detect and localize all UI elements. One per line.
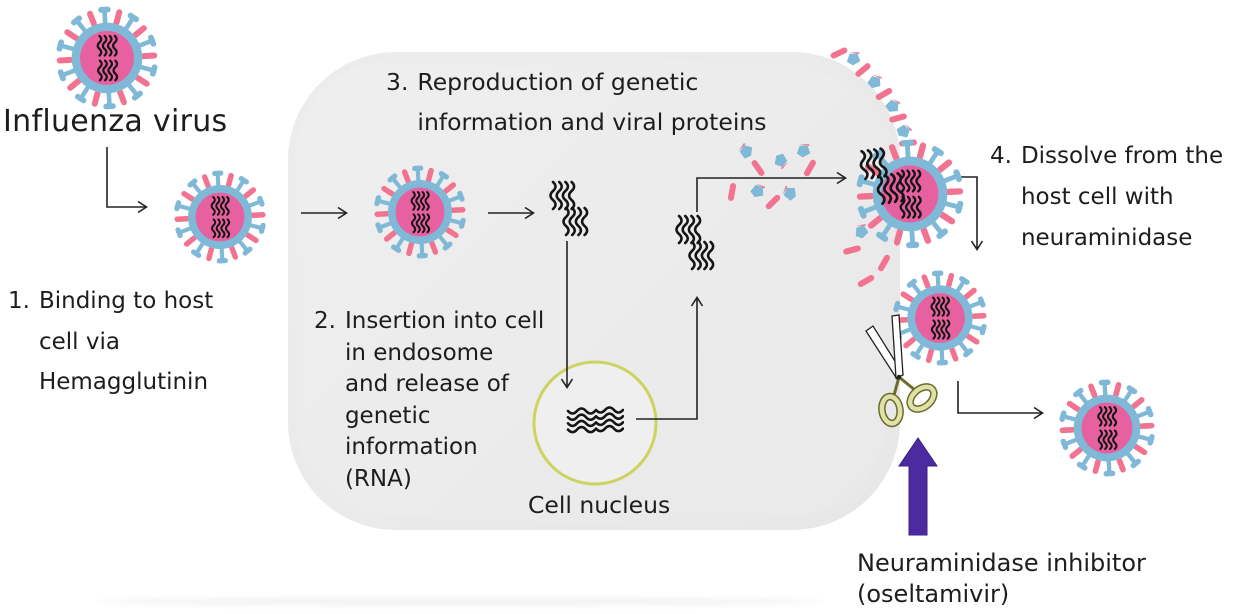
arrow-nucleus-to-new-rna [636,296,704,420]
rna-strand-icon [549,180,589,237]
influenza-virion-attached-icon [891,269,989,367]
step-4-number: 4. [990,143,1012,169]
step-3-number: 3. [386,68,409,96]
step-2-text: Insertion into cell in endosome and rele… [344,308,545,492]
step-2-insertion-label: 2. Insertion into cell in endosome and r… [314,306,544,495]
step-3-reproduction-label: 3. Reproduction of genetic information a… [386,62,766,142]
arrow-attachment [106,147,148,214]
arrow-budding-down [956,176,984,251]
rna-strand-icon [675,214,715,271]
arrow-virus-release [957,381,1044,420]
step-4-text: Dissolve from the host cell with neurami… [1020,143,1224,251]
neuraminidase-inhibitor-label: Neuraminidase inhibitor (oseltamivir) [857,549,1146,608]
page-shadow [95,598,825,605]
influenza-virion-binding-icon [172,169,268,265]
neuraminidase-scissors-icon [865,314,938,428]
cell-nucleus-label: Cell nucleus [528,491,671,519]
influenza-virion-icon [54,5,160,111]
step-4-dissolve-label: 4. Dissolve from the host cell with neur… [990,136,1223,259]
step-1-binding-label: 1. Binding to host cell via Hemagglutini… [8,281,213,403]
viral-protein-fragments [727,139,818,211]
step-1-text: Binding to host cell via Hemagglutinin [38,288,214,395]
diagram-title: Influenza virus [3,104,228,139]
step-2-number: 2. [314,308,336,334]
membrane-protein-fragments [829,46,918,147]
arrow-rna-to-assembly [696,171,847,212]
influenza-virion-released-icon [1057,378,1157,478]
inhibitor-up-arrow-icon [898,437,938,536]
step-3-text: Reproduction of genetic information and … [417,68,767,136]
influenza-virion-endosome-icon [372,164,468,260]
step-1-number: 1. [8,288,30,314]
